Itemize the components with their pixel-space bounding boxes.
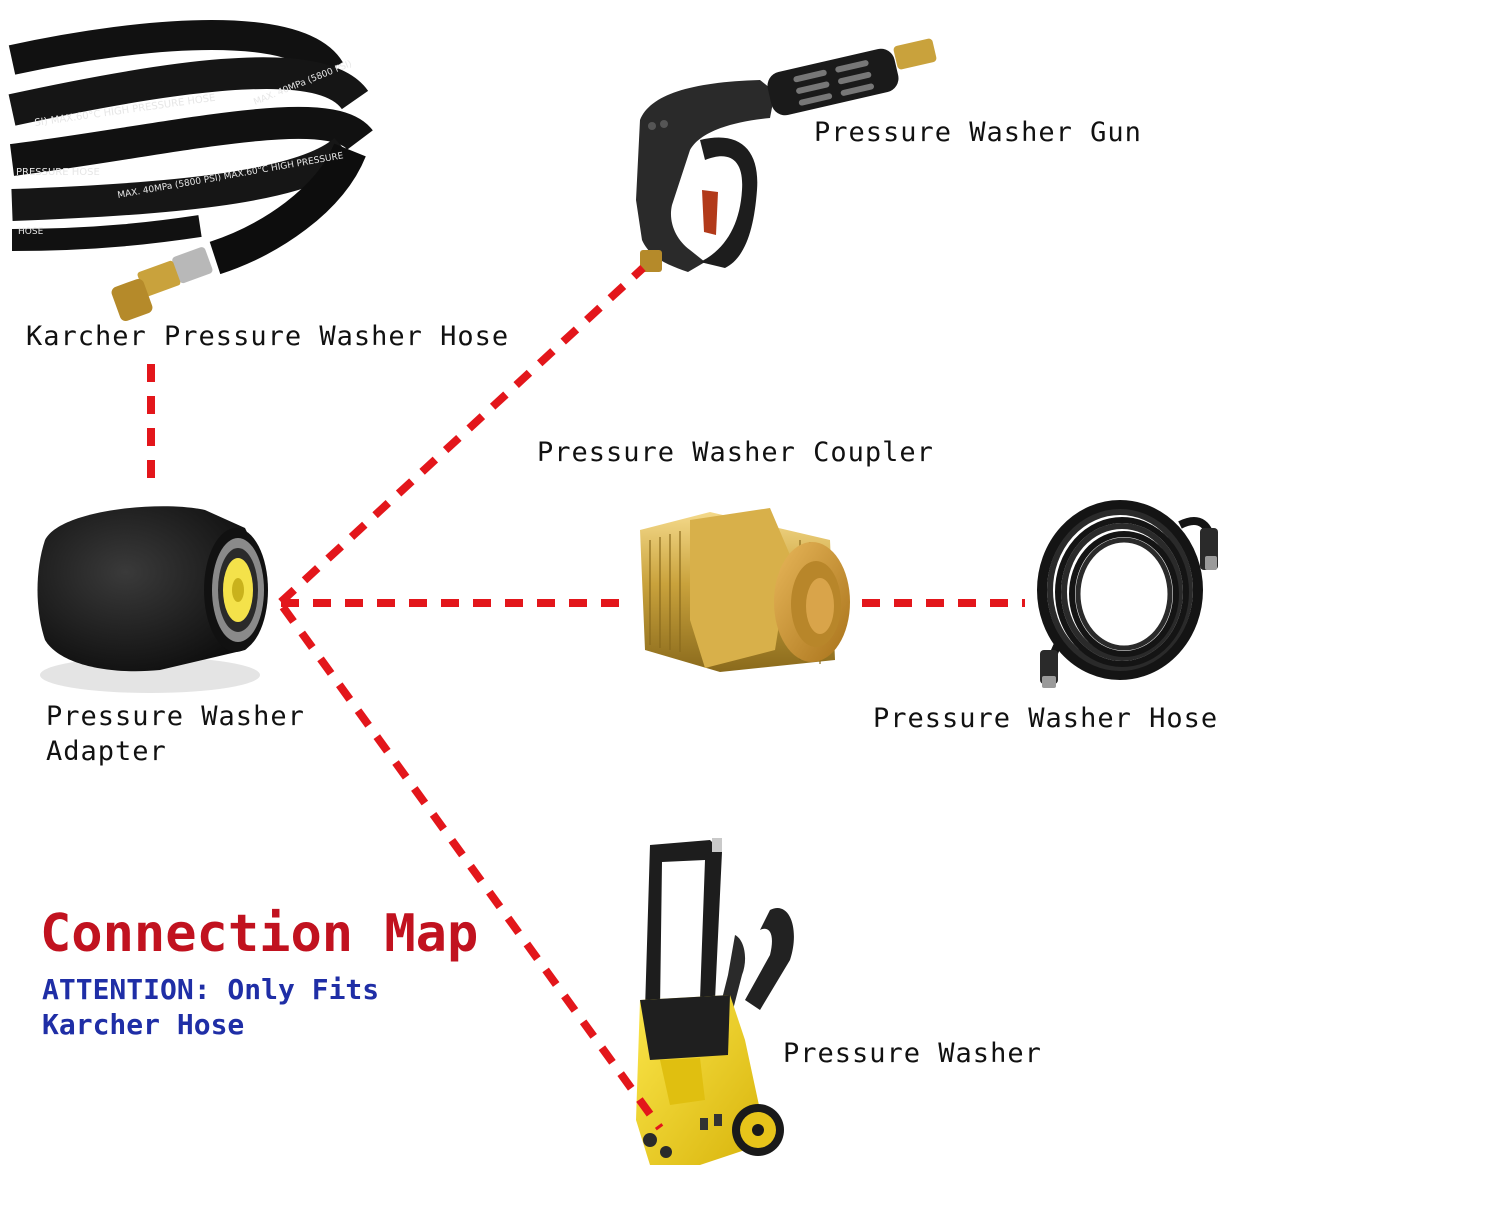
karcher-hose-image: SI) MAX.60°C HIGH PRESSURE HOSE MAX. 40M… bbox=[8, 20, 373, 322]
label-coupler: Pressure Washer Coupler bbox=[537, 437, 934, 468]
adapter-image bbox=[37, 506, 268, 693]
label-karcher-hose: Karcher Pressure Washer Hose bbox=[26, 321, 510, 352]
pressure-washer-gun-image bbox=[636, 38, 937, 272]
hose-print-3: PRESSURE HOSE bbox=[16, 167, 100, 178]
label-adapter-line2: Adapter bbox=[46, 736, 167, 767]
label-washer: Pressure Washer bbox=[783, 1038, 1042, 1069]
coupler-image bbox=[640, 508, 850, 672]
attention-line1: ATTENTION: Only Fits bbox=[42, 973, 380, 1006]
hose-print-5: HOSE bbox=[18, 227, 44, 237]
label-hose: Pressure Washer Hose bbox=[873, 703, 1219, 734]
label-adapter-line1: Pressure Washer bbox=[46, 701, 305, 732]
label-gun: Pressure Washer Gun bbox=[814, 117, 1142, 148]
connection-map-title: Connection Map bbox=[40, 904, 479, 964]
pressure-washer-image bbox=[636, 838, 794, 1165]
attention-line2: Karcher Hose bbox=[42, 1008, 245, 1041]
connector-adapter-gun bbox=[278, 265, 646, 605]
connector-adapter-washer bbox=[279, 604, 664, 1131]
connector-lines bbox=[147, 265, 1025, 1131]
pressure-washer-hose-image bbox=[1037, 500, 1218, 688]
